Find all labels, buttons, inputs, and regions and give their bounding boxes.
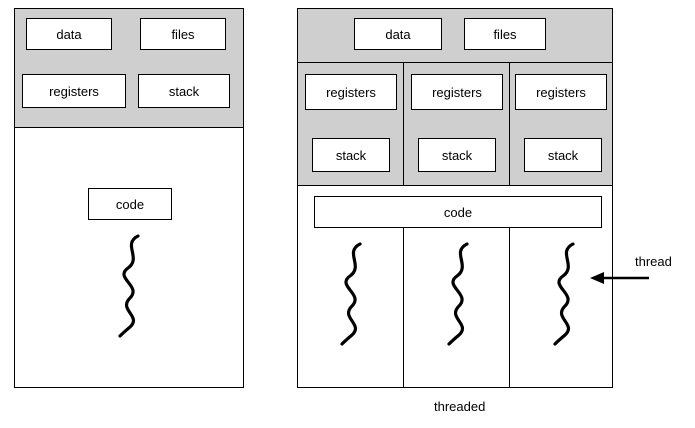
single-process-code-label: code [115,196,145,212]
multithreaded-registers-label-2: registers [432,84,482,100]
single-process-files-label: files [171,26,195,42]
single-process-registers-label: registers [49,83,99,99]
single-process-stack-box: stack [138,74,230,108]
multithreaded-registers-box-3: registers [515,74,607,110]
single-process-thread-squiggle [108,232,156,342]
single-process-data-label: data [56,26,82,42]
thread-annotation-arrow [588,268,650,288]
multithreaded-stack-box-1: stack [312,138,390,172]
thread-annotation-label: thread [635,254,672,269]
multithreaded-lower-divider-2 [509,228,510,388]
multithreaded-column-divider-1 [403,62,404,186]
multithreaded-files-box: files [464,18,546,50]
single-process-registers-box: registers [22,74,126,108]
multithreaded-stack-label-1: stack [335,147,367,163]
multithreaded-lower-divider-1 [403,228,404,388]
multithreaded-registers-label-3: registers [536,84,586,100]
multithreaded-code-box: code [314,196,602,228]
multithreaded-thread-squiggle-2 [437,240,485,350]
multithreaded-code-label: code [443,204,473,220]
single-process-stack-label: stack [168,83,200,99]
multithreaded-stack-box-3: stack [524,138,602,172]
multithreaded-column-divider-2 [509,62,510,186]
multithreaded-files-label: files [493,26,517,42]
single-process-data-box: data [26,18,112,50]
multithreaded-registers-box-1: registers [305,74,397,110]
multithreaded-thread-squiggle-3 [543,240,591,350]
multithreaded-stack-box-2: stack [418,138,496,172]
multithreaded-registers-label-1: registers [326,84,376,100]
multithreaded-stack-label-3: stack [547,147,579,163]
multithreaded-stack-label-2: stack [441,147,473,163]
single-process-code-box: code [88,188,172,220]
multithreaded-data-label: data [385,26,411,42]
multithreaded-header-divider [297,62,613,63]
single-process-files-box: files [140,18,226,50]
threaded-caption: threaded [434,399,486,414]
multithreaded-thread-squiggle-1 [330,240,378,350]
multithreaded-data-box: data [354,18,442,50]
multithreaded-registers-box-2: registers [411,74,503,110]
